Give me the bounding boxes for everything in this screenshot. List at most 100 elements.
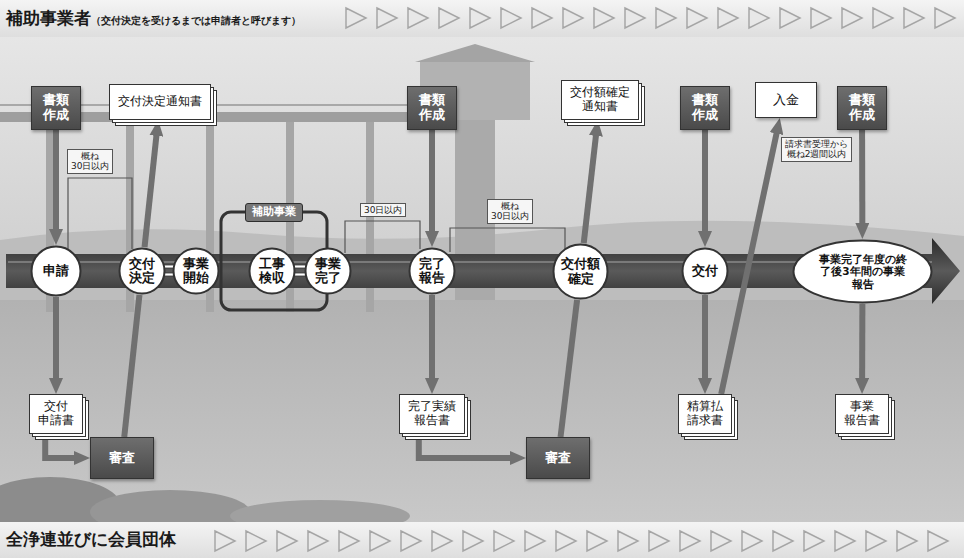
- node-text: 補助事業: [252, 206, 296, 219]
- circle-outline: [554, 245, 608, 299]
- equals-sign: [294, 273, 306, 276]
- water: [0, 300, 964, 522]
- node-text: 書類 作成: [43, 93, 69, 123]
- lane-band: 全浄連並びに会員団体: [0, 522, 964, 558]
- note-text: 概ね 30日以内: [491, 201, 529, 222]
- text-stack: 事業 報告書: [844, 400, 880, 428]
- flow-arrow: [584, 130, 597, 243]
- text-stack: 交付額 確定: [561, 257, 600, 286]
- node-text: 交付額 確定: [561, 257, 600, 286]
- text-stack: 事業 開始: [183, 257, 209, 286]
- task-box: 書類 作成: [680, 86, 730, 130]
- node-text: 申請: [43, 264, 69, 278]
- text-stack: 申請: [43, 264, 69, 278]
- connector-group: [45, 128, 862, 458]
- circle-outline: [32, 247, 81, 296]
- step-circle: 申請: [30, 245, 82, 297]
- node-text: 審査: [545, 451, 571, 466]
- circle-outline: [174, 249, 219, 294]
- duration-note: 概ね 30日以内: [487, 199, 533, 224]
- task-box: 審査: [90, 437, 154, 479]
- node-text: 事業 報告書: [844, 400, 880, 428]
- text-stack: 書類 作成: [43, 93, 69, 123]
- note-text: 概ね 30日以内: [71, 151, 109, 172]
- circle-outline: [250, 249, 295, 294]
- text-stack: 書類 作成: [419, 93, 445, 123]
- text-stack: 入金: [773, 93, 799, 108]
- node-text: 補助事業者: [6, 9, 91, 29]
- flow-arrow: [429, 130, 435, 237]
- text-stack: 審査: [109, 451, 135, 466]
- text-stack: 全浄連並びに会員団体: [6, 530, 176, 550]
- payment-box: 入金: [755, 82, 817, 118]
- text-stack: 事業 完了: [315, 257, 341, 286]
- flow-arrow: [45, 434, 80, 458]
- node-text: 書類 作成: [692, 93, 718, 123]
- node-text: 交付 申請書: [38, 400, 74, 428]
- text-stack: 交付 決定: [129, 257, 155, 286]
- node-text: 事業 完了: [315, 257, 341, 286]
- text-stack: 書類 作成: [849, 93, 875, 123]
- flow-arrow: [859, 304, 865, 384]
- node-text: 交付 決定: [129, 257, 155, 286]
- node-text: 交付決定通知書: [118, 95, 202, 109]
- flow-arrow: [53, 130, 59, 235]
- node-text: 審査: [109, 451, 135, 466]
- document-box: 交付 申請書: [29, 394, 83, 434]
- node-text: 入金: [773, 93, 799, 108]
- text-stack: 補助事業者（交付決定を受けるまでは申請者と呼びます）: [6, 9, 301, 29]
- node-text: 事業 開始: [183, 257, 209, 286]
- text-stack: 事業完了年度の終 了後3年間の事業 報告: [819, 253, 907, 289]
- document-box: 精算払 請求書: [678, 394, 732, 434]
- flow-arrow: [702, 295, 708, 384]
- group-tag: 補助事業: [245, 203, 303, 222]
- text-stack: 精算払 請求書: [687, 400, 723, 428]
- node-text: 工事 検収: [259, 257, 285, 286]
- text-stack: 交付: [692, 264, 718, 278]
- node-text: 書類 作成: [419, 93, 445, 123]
- chevron-row: [215, 531, 948, 551]
- task-box: 書類 作成: [407, 86, 457, 130]
- equals-sign: [294, 265, 306, 268]
- flow-arrow: [429, 295, 435, 384]
- sky: [0, 37, 964, 307]
- node-text: 交付: [692, 264, 718, 278]
- document-box: 交付額確定 通知書: [561, 80, 639, 120]
- node-text: 交付額確定 通知書: [570, 86, 630, 114]
- report-ellipse: 事業完了年度の終 了後3年間の事業 報告: [792, 239, 933, 304]
- node-text: 書類 作成: [849, 93, 875, 123]
- text-stack: 審査: [545, 451, 571, 466]
- node-text: 事業完了年度の終 了後3年間の事業 報告: [819, 253, 907, 289]
- ellipse-outline: [794, 241, 932, 303]
- step-circle: 完了 報告: [408, 247, 456, 295]
- step-circle: 事業 完了: [304, 247, 352, 295]
- flow-arrow: [53, 297, 59, 384]
- note-text: 30日以内: [364, 205, 402, 215]
- text-stack: 交付 申請書: [38, 400, 74, 428]
- lane-band: 補助事業者（交付決定を受けるまでは申請者と呼びます）: [0, 0, 964, 37]
- duration-note: 請求書受理から 概ね2週間以内: [781, 137, 852, 162]
- circle-outline: [410, 249, 455, 294]
- document-box: 完了実績 報告書: [399, 394, 465, 434]
- step-circle: 工事 検収: [248, 247, 296, 295]
- tower-roof: [415, 44, 535, 62]
- circle-outline: [306, 249, 351, 294]
- flow-arrow: [859, 130, 865, 229]
- text-stack: 交付額確定 通知書: [570, 86, 630, 114]
- flow-arrow: [145, 130, 157, 247]
- node-text: 全浄連並びに会員団体: [6, 530, 176, 550]
- task-box: 書類 作成: [31, 86, 81, 130]
- span-bracket: [68, 178, 132, 250]
- duration-note: 30日以内: [360, 203, 406, 217]
- step-circle: 交付額 確定: [552, 243, 609, 300]
- text-stack: 完了 報告: [419, 257, 445, 286]
- node-text: （交付決定を受けるまでは申請者と呼びます）: [91, 15, 301, 27]
- flow-arrow: [419, 434, 516, 458]
- node-text: 完了実績 報告書: [408, 400, 456, 428]
- timeline-arrow: [6, 238, 960, 304]
- step-circle: 交付: [681, 247, 729, 295]
- bottom-band-ground: [0, 522, 964, 558]
- flow-arrow: [721, 128, 778, 394]
